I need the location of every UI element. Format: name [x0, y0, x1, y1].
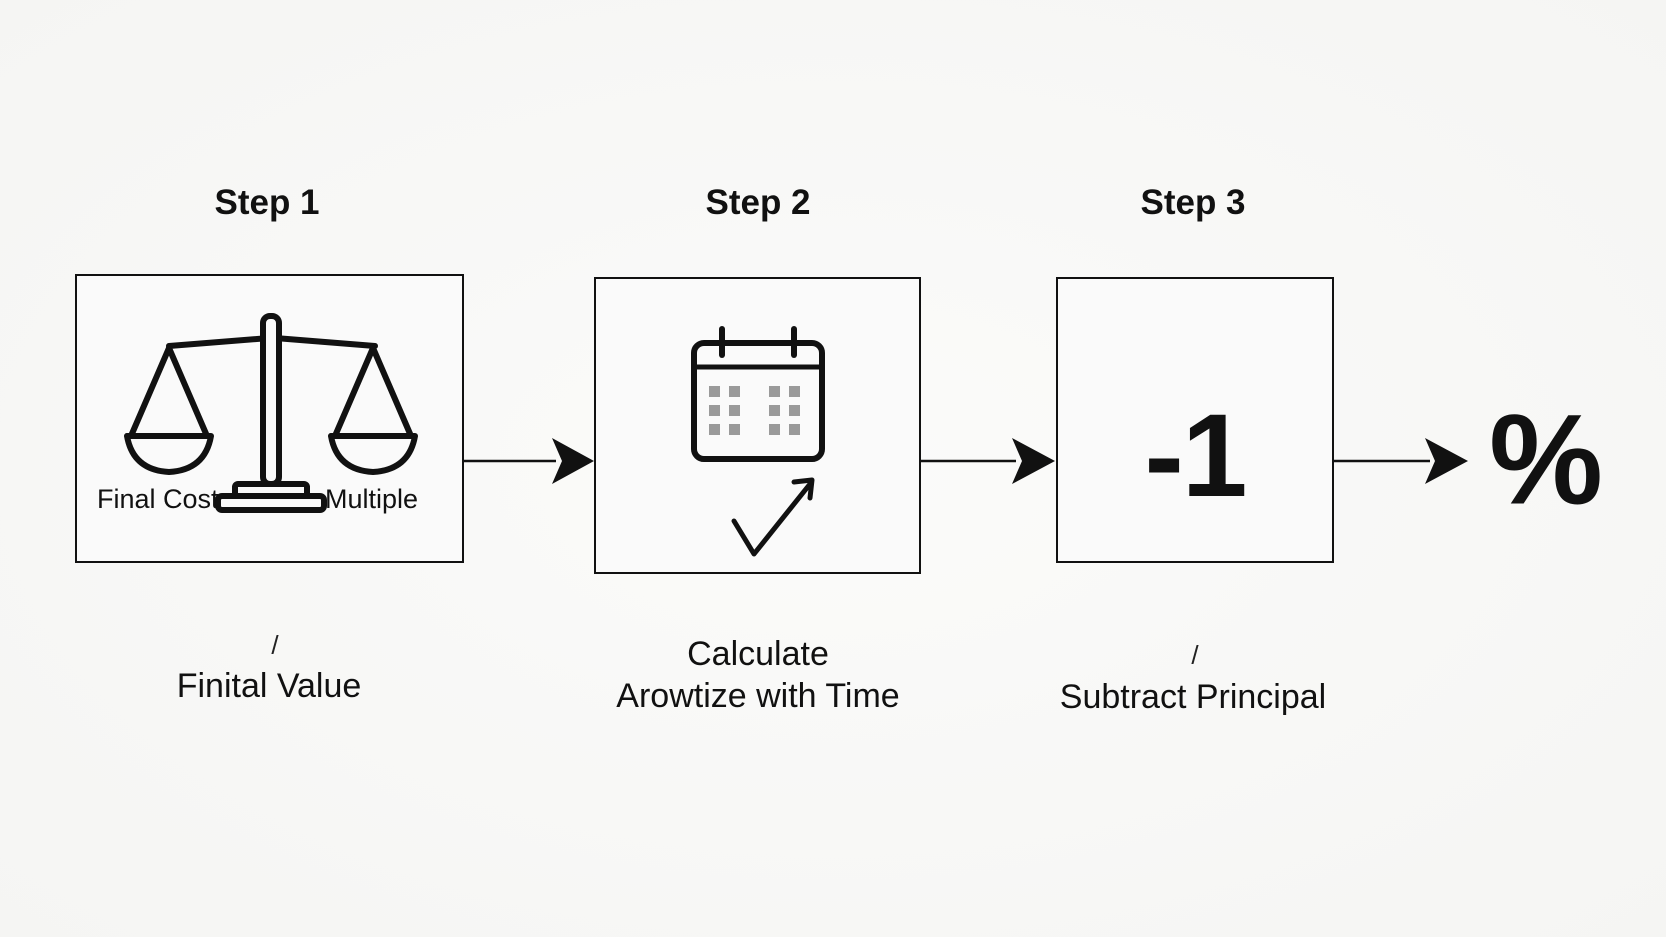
step-3-caption-line: Subtract Principal — [1059, 678, 1327, 716]
step-1-title: Step 1 — [214, 183, 320, 222]
step-3-slash: / — [1191, 640, 1199, 670]
step-2-caption-line-2: Αrowtize with Time — [616, 677, 900, 715]
checkmark-arrow-icon — [731, 477, 815, 557]
arrow-step2-to-step3 — [921, 438, 1055, 484]
arrow-step1-to-step2 — [464, 438, 594, 484]
balance-scale-icon — [124, 313, 418, 513]
minus-one-value: -1 — [1144, 390, 1248, 522]
step-1-caption-line: Finital Value — [176, 667, 362, 705]
step-2-title: Step 2 — [705, 183, 811, 222]
final-cost-label: Final Cost — [97, 484, 219, 514]
multiple-label: Multiple — [325, 484, 419, 514]
step-3-title: Step 3 — [1140, 183, 1246, 222]
step-2-caption-line-1: Calculate — [687, 635, 829, 673]
step-3-caption: Subtract Principal — [1060, 676, 1326, 718]
arrow-step3-to-result — [1334, 438, 1468, 484]
step-1-slash: / — [271, 630, 279, 660]
step-2-caption: Calculate Αrowtize with Time — [616, 633, 899, 717]
step-1-box: Final Cost Multiple — [75, 274, 464, 563]
step-3-box: -1 — [1056, 277, 1334, 563]
percent-result: % — [1489, 388, 1603, 532]
step-2-icons — [691, 326, 825, 557]
step-1-caption: Finital Value — [177, 665, 362, 707]
calendar-icon — [691, 326, 825, 462]
step-2-box — [594, 277, 921, 574]
